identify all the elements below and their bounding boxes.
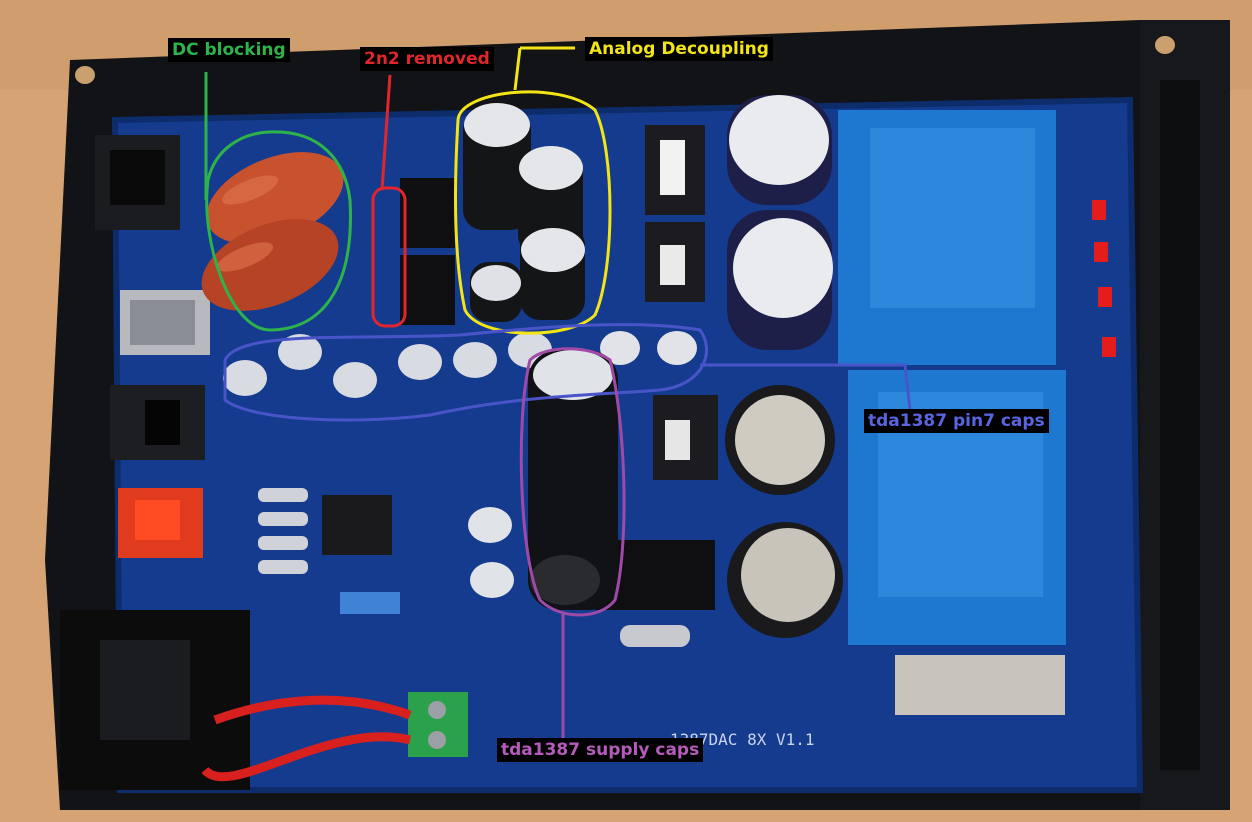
power-terminal (201, 692, 468, 782)
2n2-removed-label: 2n2 removed (360, 47, 494, 71)
annotation-outlines (204, 46, 912, 740)
supply-caps-label: tda1387 supply caps (497, 738, 704, 762)
heatsinks (645, 125, 718, 480)
pcb-silkscreen: 1387DAC 8X V1.1 (670, 730, 815, 749)
supply-capacitors (468, 350, 618, 610)
dc-blocking-label: DC blocking (168, 38, 290, 62)
transformers (838, 110, 1066, 645)
pin7-capacitors (223, 331, 697, 398)
pin7-caps-label: tda1387 pin7 caps (864, 409, 1049, 433)
analog-decoupling-label: Analog Decoupling (585, 37, 773, 61)
filter-capacitors (725, 95, 843, 638)
dc-blocking-capacitors (201, 152, 344, 311)
analog-decoupling-capacitors (463, 103, 585, 322)
small-components (258, 488, 1065, 715)
leds (1092, 200, 1116, 357)
left-connectors (60, 135, 250, 790)
